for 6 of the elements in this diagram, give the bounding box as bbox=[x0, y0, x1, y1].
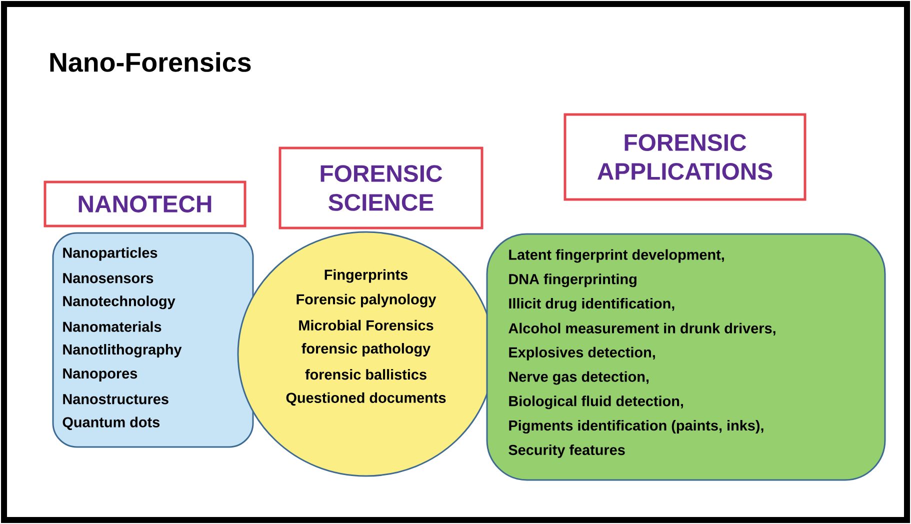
heading-box: FORENSIC SCIENCE bbox=[278, 146, 484, 230]
heading-box: FORENSIC APPLICATIONS bbox=[564, 113, 806, 201]
rounded-box: Nanoparticles Nanosensors Nanotechnology Nanomaterials Nanotlithography Nanopores Nanostructures Quantum dots bbox=[52, 232, 254, 448]
slide-title: Nano-Forensics bbox=[50, 52, 251, 72]
heading-box: NANOTECH bbox=[44, 180, 246, 228]
rounded-box: Latent fingerprint development, DNA fingerprinting Illicit drug identification, Alcohol measurement in drunk drivers, Explosives detection, Nerve gas detection, Biological fluid detection, Pigments identification (paints, inks), Security features bbox=[486, 233, 886, 481]
